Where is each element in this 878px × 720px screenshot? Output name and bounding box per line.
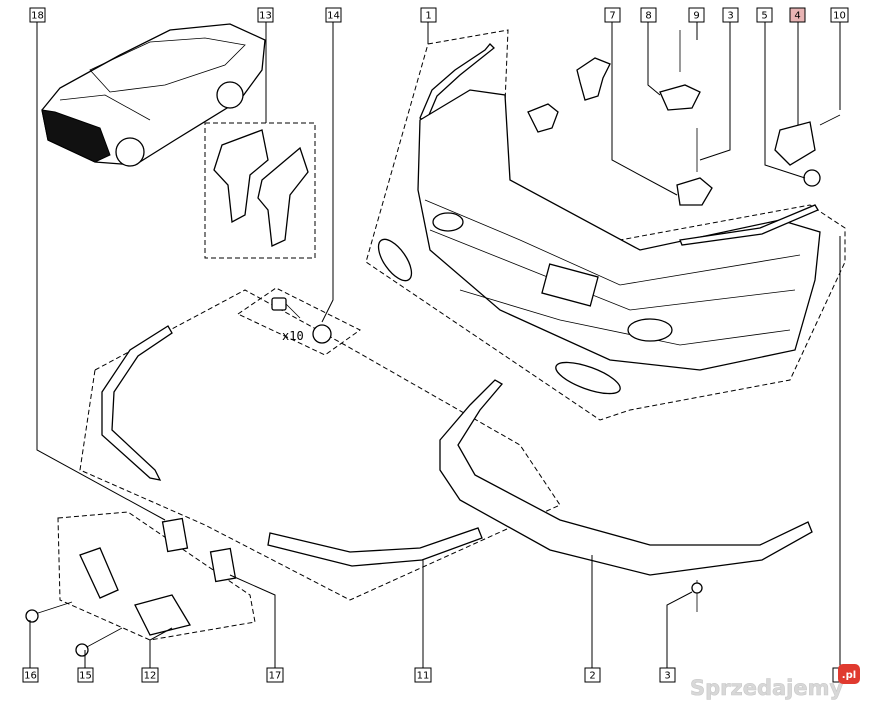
bracket-13-parts	[213, 129, 309, 247]
clip-14-parts: x10	[271, 297, 332, 344]
callout-2: 2	[584, 667, 601, 683]
lower-trim-strip	[267, 527, 483, 567]
callout-5-label: 5	[761, 11, 767, 22]
callout-8: 8	[640, 7, 657, 23]
callout-17: 17	[266, 667, 284, 683]
callout-2-label: 2	[589, 671, 595, 682]
watermark-text: Sprzedajemy	[690, 676, 844, 700]
front-bumper	[417, 89, 821, 371]
callout-3-bottom: 3	[659, 667, 676, 683]
watermark-badge	[838, 664, 860, 684]
lower-spoiler	[439, 379, 813, 576]
lower-left-parts	[25, 517, 703, 657]
bracket-group-box	[204, 122, 316, 259]
top-trim-strip	[419, 43, 495, 123]
callout-16-label: 16	[24, 671, 37, 682]
left-side-strip	[101, 325, 173, 481]
callout-17-label: 17	[269, 671, 282, 682]
callout-16: 16	[22, 667, 39, 683]
callout-14-label: 14	[327, 11, 340, 22]
callout-12: 12	[141, 667, 159, 683]
quantity-label: x10	[282, 329, 304, 343]
callout-11-label: 11	[417, 671, 430, 682]
callout-9: 9	[688, 7, 705, 23]
callout-8-label: 8	[645, 11, 651, 22]
left-fog-cover	[377, 238, 413, 282]
callout-9-label: 9	[693, 11, 699, 22]
callout-3-top-label: 3	[727, 11, 733, 22]
callout-15: 15	[77, 667, 94, 683]
callout-13: 13	[257, 7, 274, 23]
callout-7: 7	[604, 7, 621, 23]
clip-group-outline	[236, 287, 361, 356]
leader-lines	[29, 22, 841, 668]
watermark-badge-text: .pl	[842, 670, 856, 681]
callout-10-label: 10	[833, 11, 846, 22]
small-parts-outline	[57, 511, 256, 641]
callout-4: 4	[789, 7, 806, 23]
callout-13-label: 13	[259, 11, 272, 22]
right-fog-cover	[555, 361, 621, 395]
callout-4-label: 4	[794, 11, 800, 22]
callout-15-label: 15	[79, 671, 92, 682]
callout-18: 18	[29, 7, 46, 23]
callout-14: 14	[325, 7, 342, 23]
callout-18-label: 18	[31, 11, 44, 22]
car-illustration	[41, 23, 266, 167]
top-clips	[527, 30, 841, 206]
callout-10: 10	[830, 7, 849, 23]
callout-3-bottom-label: 3	[664, 671, 670, 682]
callout-5: 5	[756, 7, 773, 23]
callout-1-label: 1	[425, 11, 431, 22]
watermark: Sprzedajemy .pl	[690, 664, 860, 700]
callout-11: 11	[414, 667, 432, 683]
callout-1: 1	[420, 7, 437, 23]
callout-3-top: 3	[722, 7, 739, 23]
callout-12-label: 12	[144, 671, 157, 682]
callout-7-label: 7	[609, 11, 615, 22]
